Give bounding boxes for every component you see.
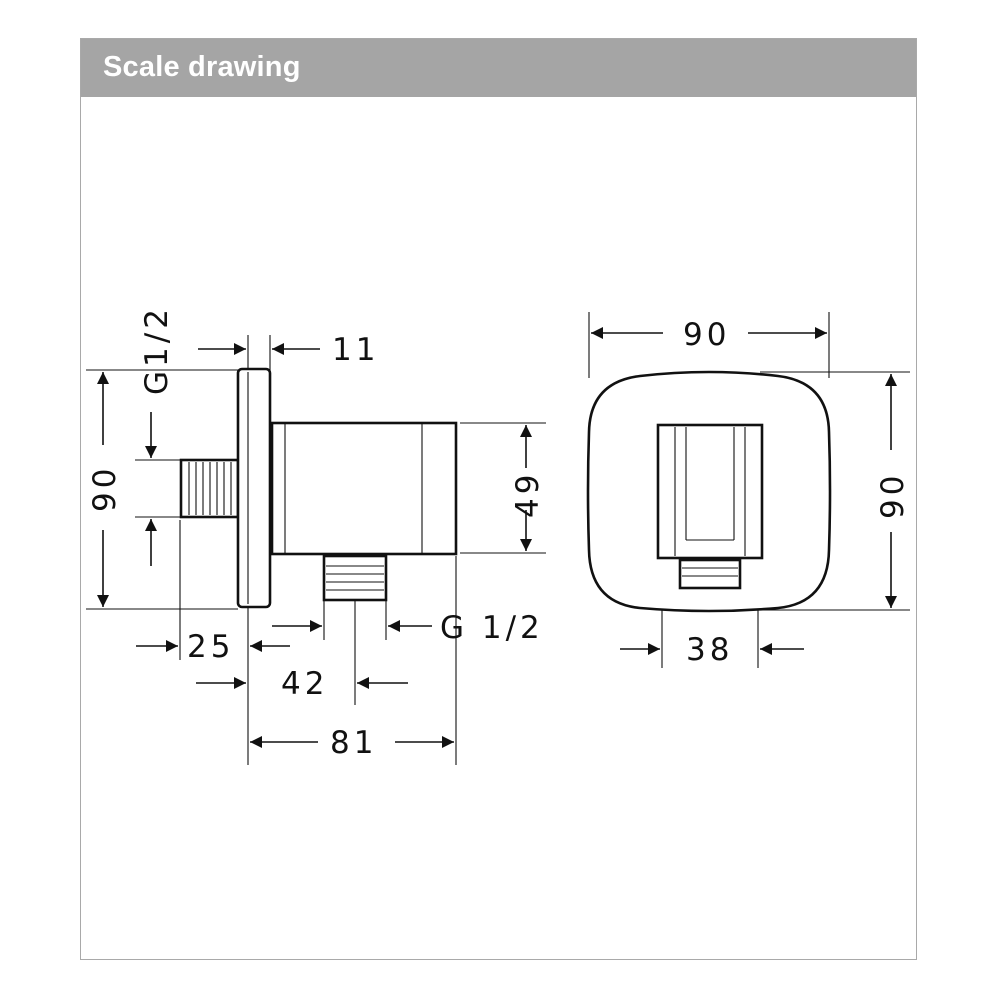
- dim-90-width-label: 90: [683, 317, 730, 353]
- wall-plate: [236, 367, 272, 609]
- dim-90-side-label: 90: [87, 465, 123, 512]
- front-outlet-thread: [678, 558, 742, 590]
- dim-11-label: 11: [332, 332, 379, 368]
- dim-49-label: 49: [510, 471, 546, 518]
- inlet-thread-lines: [188, 462, 232, 515]
- panel-title: Scale drawing: [103, 51, 301, 83]
- panel-header: Scale drawing: [81, 39, 916, 97]
- side-view: 11 G1/2 90 49 25 G 1/2 42 81: [86, 305, 546, 765]
- front-view: 90 90 38: [586, 312, 911, 668]
- thread-bottom-label: G 1/2: [440, 610, 544, 646]
- dim-38-label: 38: [686, 632, 733, 668]
- outlet-thread: [322, 554, 388, 602]
- outlet-body: [270, 421, 458, 556]
- dim-25-label: 25: [187, 629, 234, 665]
- dim-90-height-label: 90: [875, 472, 911, 519]
- dim-81-label: 81: [330, 725, 377, 761]
- dim-42-label: 42: [281, 666, 328, 702]
- hose-holder: [656, 423, 764, 560]
- thread-top-label: G1/2: [139, 305, 175, 395]
